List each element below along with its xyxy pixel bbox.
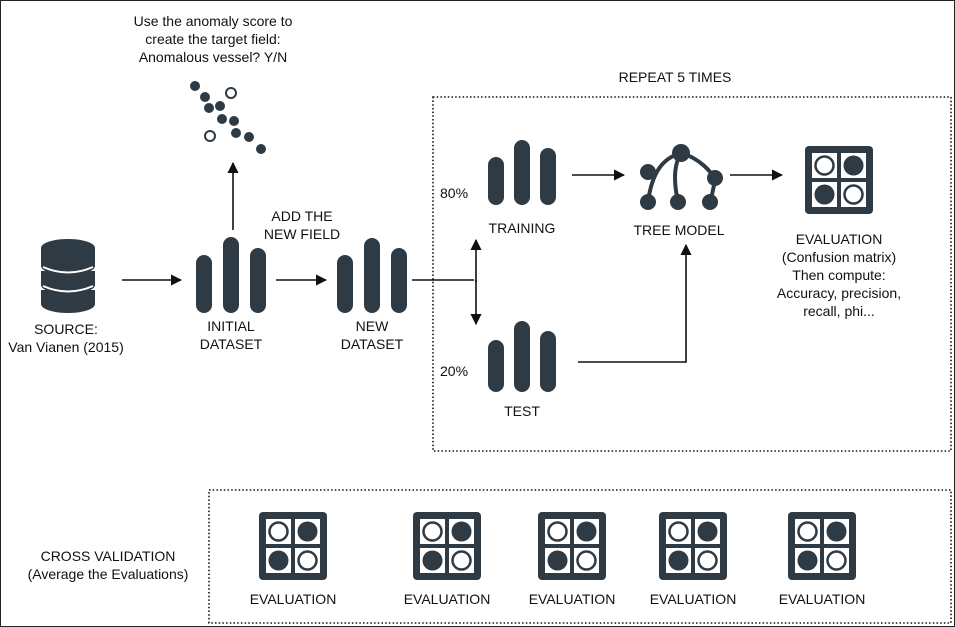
cv-evaluation-label: EVALUATION (649, 591, 737, 607)
initial-dataset-line2: DATASET (199, 336, 263, 352)
anomaly-note-line2: create the target field: (145, 31, 281, 47)
training-icon (488, 140, 556, 205)
confusion-matrix-icon (538, 512, 606, 580)
confusion-matrix-icon (259, 512, 327, 580)
confusion-matrix-icon (413, 512, 481, 580)
cross-validation-line2: (Average the Evaluations) (27, 566, 189, 582)
database-icon (41, 239, 95, 313)
evaluation-line4: Accuracy, precision, (776, 285, 902, 301)
cross-validation-box (208, 489, 952, 624)
source-line2: Van Vianen (2015) (8, 339, 124, 355)
new-dataset-label: NEW DATASET (322, 317, 422, 353)
anomaly-note-line3: Anomalous vessel? Y/N (138, 49, 288, 65)
add-field-line2: NEW FIELD (263, 226, 341, 242)
tree-model-label: TREE MODEL (633, 222, 725, 238)
cross-validation-label: CROSS VALIDATION (Average the Evaluation… (10, 547, 206, 583)
cv-evaluation-label: EVALUATION (249, 591, 337, 607)
new-dataset-icon (337, 238, 407, 313)
evaluation-line2: (Confusion matrix) (781, 249, 897, 265)
initial-dataset-icon (196, 237, 266, 313)
cv-evaluation-label: EVALUATION (403, 591, 491, 607)
test-icon (488, 321, 556, 392)
tree-icon (640, 144, 723, 210)
confusion-matrix-icon (659, 512, 727, 580)
evaluation-line5: recall, phi... (803, 303, 875, 319)
initial-dataset-line1: INITIAL (207, 318, 255, 334)
confusion-matrix-icon (788, 512, 856, 580)
training-label: TRAINING (488, 220, 556, 236)
arrow-test-to-tree (578, 243, 692, 363)
cross-validation-line1: CROSS VALIDATION (40, 548, 176, 564)
cv-evaluation-label: EVALUATION (528, 591, 616, 607)
source-label: SOURCE: Van Vianen (2015) (0, 320, 132, 356)
repeat-label: REPEAT 5 TIMES (618, 69, 732, 85)
initial-dataset-label: INITIAL DATASET (181, 317, 281, 353)
new-dataset-line1: NEW (355, 318, 389, 334)
anomaly-note: Use the anomaly score to create the targ… (108, 12, 318, 66)
add-field-label: ADD THE NEW FIELD (252, 207, 352, 243)
test-percent: 20% (440, 363, 469, 379)
new-dataset-line2: DATASET (340, 336, 404, 352)
add-field-line1: ADD THE (271, 208, 333, 224)
cv-evaluation-label: EVALUATION (778, 591, 866, 607)
evaluation-label: EVALUATION (Confusion matrix) Then compu… (759, 230, 919, 320)
evaluation-line1: EVALUATION (795, 231, 883, 247)
evaluation-line3: Then compute: (792, 267, 886, 283)
train-percent: 80% (440, 185, 469, 201)
dots-cluster-icon (190, 81, 266, 154)
repeat-box (432, 96, 952, 452)
confusion-matrix-icon (805, 146, 873, 214)
anomaly-note-line1: Use the anomaly score to (133, 13, 293, 29)
source-line1: SOURCE: (34, 321, 98, 337)
test-label: TEST (504, 403, 540, 419)
